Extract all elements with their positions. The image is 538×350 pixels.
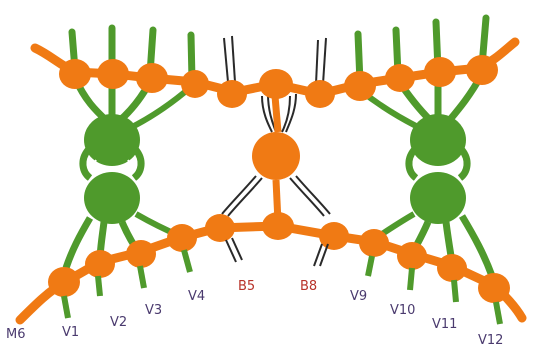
label-v12: V12 bbox=[478, 333, 503, 348]
strand-labels: M6 V1 V2 V3 V4 B5 B8 V9 V10 V11 V12 bbox=[6, 279, 503, 348]
label-v11: V11 bbox=[432, 317, 457, 332]
label-b5: B5 bbox=[238, 279, 255, 294]
label-v1: V1 bbox=[62, 325, 79, 340]
label-v10: V10 bbox=[390, 303, 415, 318]
center-bead-group bbox=[222, 94, 330, 222]
label-m6: M6 bbox=[6, 327, 26, 342]
label-b8: B8 bbox=[300, 279, 317, 294]
label-v2: V2 bbox=[110, 315, 127, 330]
label-v3: V3 bbox=[145, 303, 162, 318]
label-v9: V9 bbox=[350, 289, 367, 304]
label-v4: V4 bbox=[188, 289, 205, 304]
